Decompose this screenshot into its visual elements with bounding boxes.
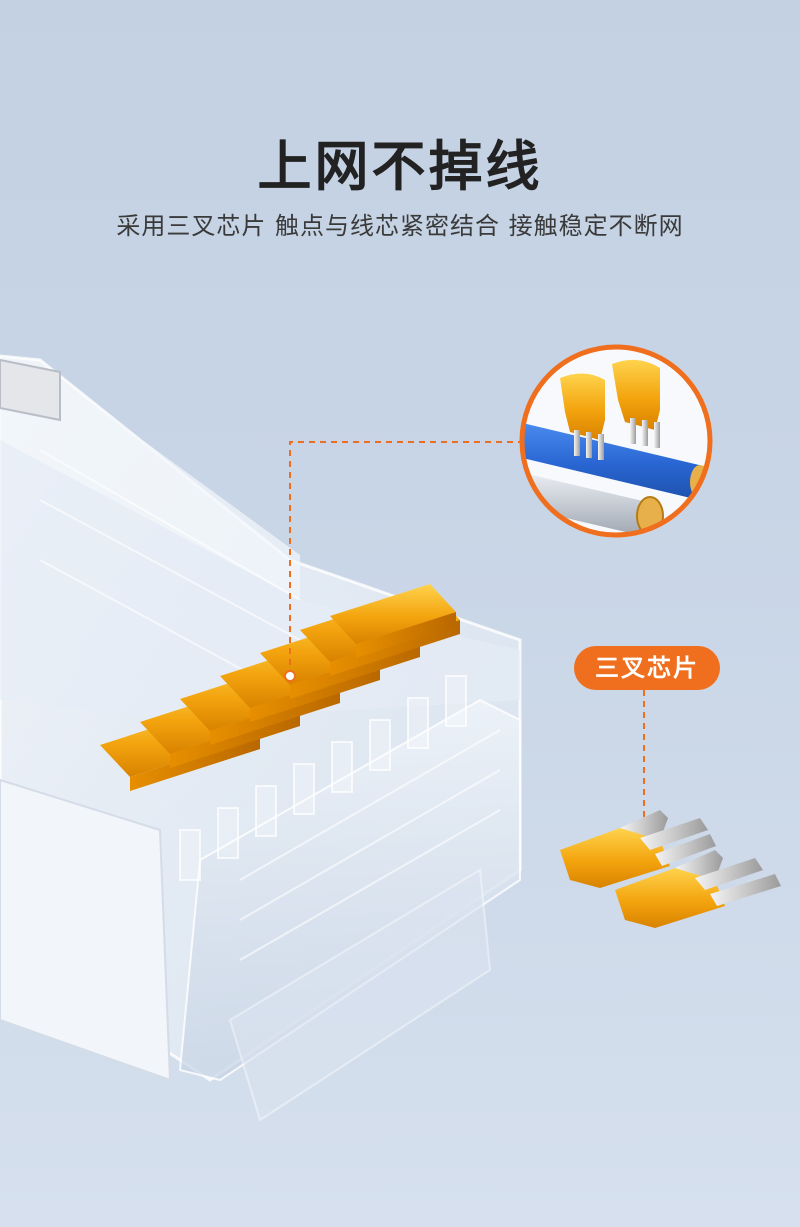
three-fork-chips: [560, 810, 781, 928]
subheadline: 采用三叉芯片 触点与线芯紧密结合 接触稳定不断网: [116, 212, 684, 240]
gold-contacts: [100, 584, 460, 791]
chip-callout-badge: 三叉芯片: [574, 646, 720, 690]
headline: 上网不掉线: [257, 135, 543, 198]
magnified-detail-circle: [519, 344, 713, 538]
callout-line-top: [284, 441, 522, 682]
